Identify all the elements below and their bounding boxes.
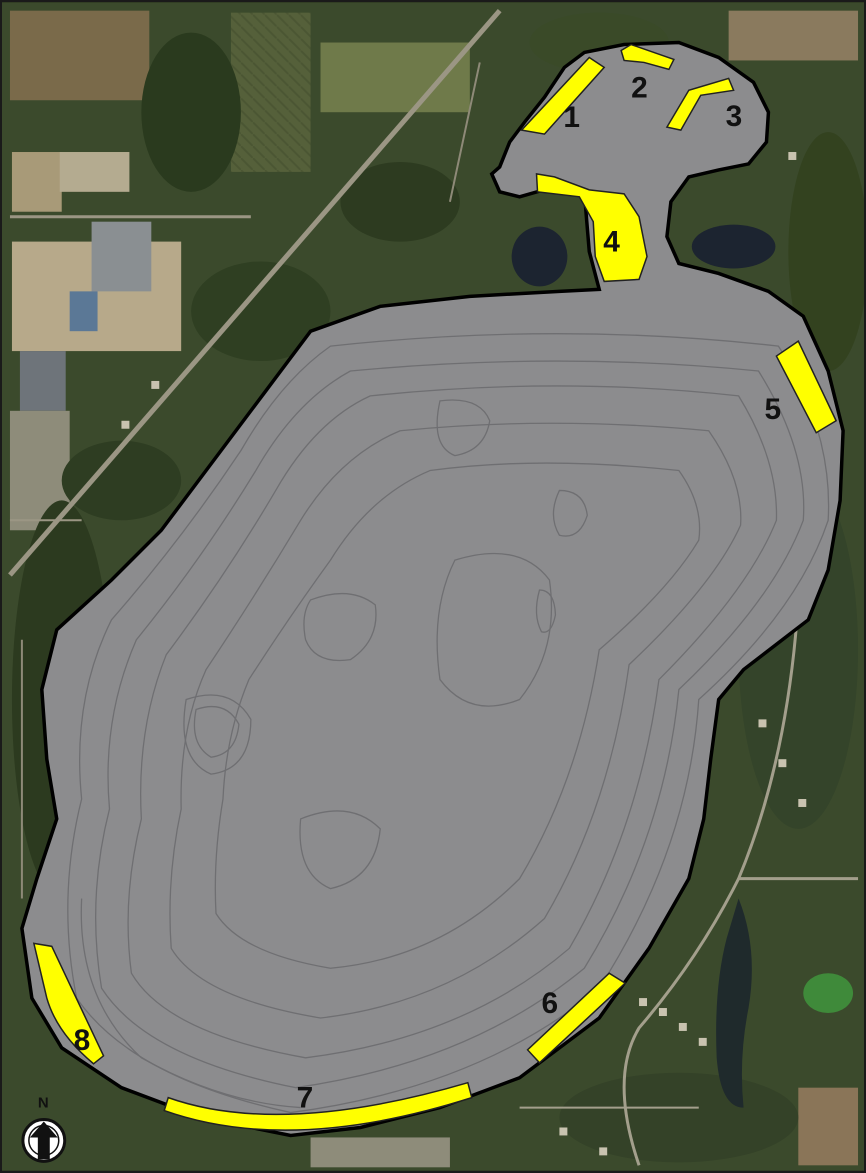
highway: [8, 9, 502, 577]
zone-label-5: 5: [764, 393, 781, 426]
zone-5-area[interactable]: [775, 340, 838, 434]
zone-8-area[interactable]: [32, 942, 105, 1065]
zone-label-1: 1: [563, 101, 580, 134]
road: [448, 62, 481, 202]
zone-7-area[interactable]: [163, 1081, 473, 1131]
zone-1-area[interactable]: [520, 56, 606, 135]
parking-lot: [59, 152, 130, 192]
north-label: N: [38, 1095, 49, 1112]
north-arrow: N: [21, 1095, 67, 1163]
road: [622, 599, 800, 1166]
building: [69, 291, 98, 332]
zone-labels: 1 2 3 4 5 6 7 8: [74, 71, 781, 1114]
park: [803, 973, 854, 1014]
field: [9, 10, 150, 101]
field: [230, 12, 311, 172]
zone-label-2: 2: [631, 71, 648, 104]
field: [798, 1087, 859, 1166]
zone-6-area[interactable]: [526, 972, 627, 1064]
pond: [716, 898, 752, 1108]
zone-label-6: 6: [541, 987, 558, 1020]
zone-label-4: 4: [603, 226, 620, 259]
building: [91, 221, 152, 292]
depth-contours: [67, 333, 830, 1114]
zone-label-7: 7: [297, 1082, 314, 1115]
zone-label-3: 3: [726, 100, 743, 133]
pond: [691, 224, 776, 269]
field: [728, 10, 859, 61]
north-arrow-icon: [21, 1118, 67, 1163]
building: [19, 351, 66, 411]
zone-2-area[interactable]: [620, 43, 675, 71]
clearing: [11, 152, 62, 212]
zone-label-8: 8: [74, 1024, 91, 1057]
zone-4-area[interactable]: [535, 173, 648, 283]
clearing: [310, 1137, 450, 1168]
zones: [32, 43, 838, 1131]
pond: [511, 226, 568, 287]
zone-3-area[interactable]: [665, 77, 735, 131]
lake: [20, 40, 845, 1138]
field: [320, 42, 470, 113]
